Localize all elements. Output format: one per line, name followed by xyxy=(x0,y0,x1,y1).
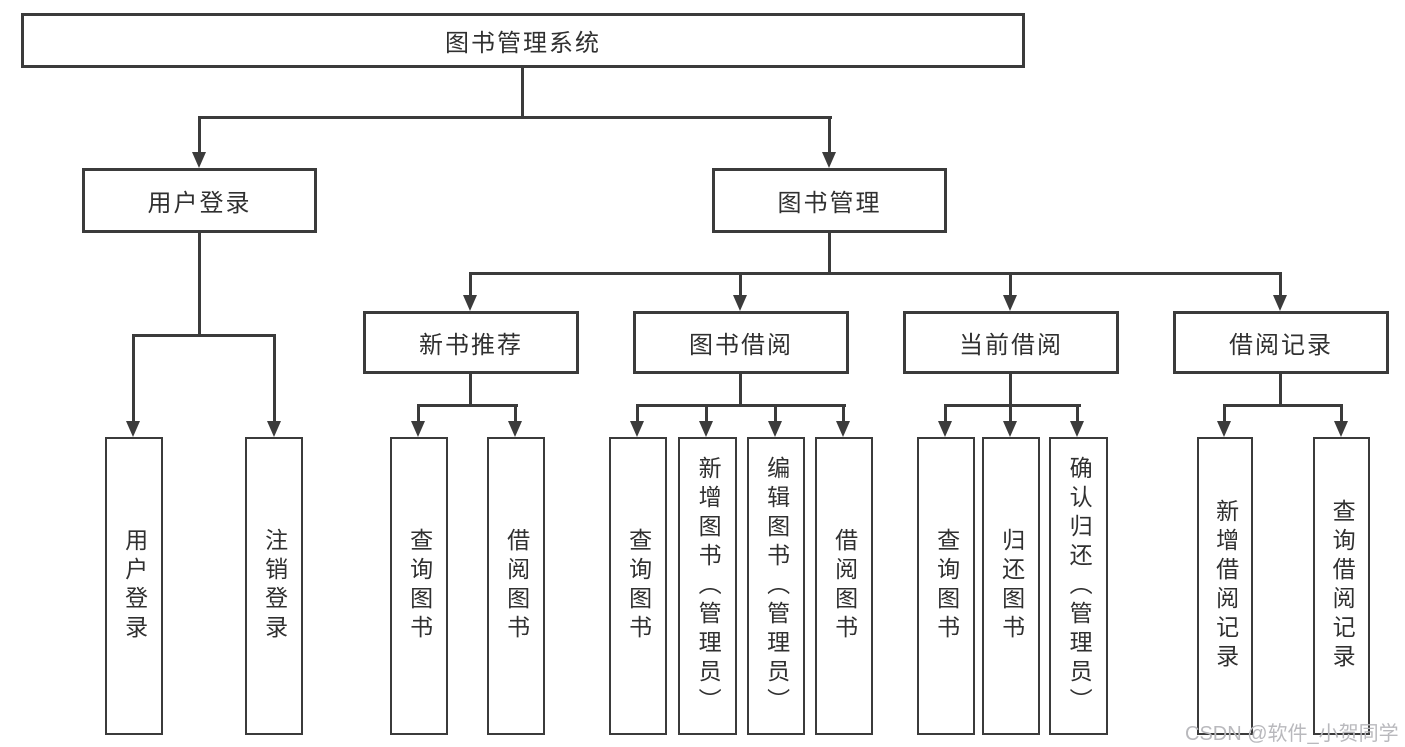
connector-stem xyxy=(828,116,831,153)
connector-book-management-trunk xyxy=(828,233,831,275)
arrow-head xyxy=(1217,421,1231,437)
connector-stem xyxy=(774,404,777,423)
connector-stem xyxy=(1340,404,1343,423)
connector-stem xyxy=(842,404,845,423)
leaf-records-add-borrow-record: 新增借阅记录 xyxy=(1197,437,1253,735)
leaf-current-return-books: 归还图书 xyxy=(982,437,1040,735)
node-library-management-system: 图书管理系统 xyxy=(21,13,1025,68)
arrow-head xyxy=(508,421,522,437)
leaf-label: 新增图书（管理员） xyxy=(695,455,722,717)
connector-stem xyxy=(273,334,276,422)
connector-stem xyxy=(469,272,472,297)
connector-stem xyxy=(705,404,708,423)
leaf-label: 归还图书 xyxy=(998,528,1025,644)
node-label: 借阅记录 xyxy=(1229,332,1333,359)
leaf-label: 确认归还（管理员） xyxy=(1066,455,1093,717)
connector-current-borrowing-trunk xyxy=(1009,374,1012,407)
node-label: 当前借阅 xyxy=(959,332,1063,359)
arrow-head xyxy=(699,421,713,437)
arrow-head xyxy=(192,152,206,168)
leaf-borrowing-query-books: 查询图书 xyxy=(609,437,667,735)
connector-root-trunk xyxy=(521,68,524,118)
connector-stem xyxy=(132,334,135,422)
node-label: 图书管理系统 xyxy=(445,30,601,57)
connector-stem xyxy=(1223,404,1226,423)
leaf-label: 查询图书 xyxy=(933,528,960,644)
node-label: 图书管理 xyxy=(777,190,882,217)
node-label: 新书推荐 xyxy=(419,332,523,359)
arrow-head xyxy=(836,421,850,437)
node-new-book-recommendation: 新书推荐 xyxy=(363,311,579,374)
leaf-label: 用户登录 xyxy=(121,528,148,644)
leaf-label: 查询图书 xyxy=(625,528,652,644)
arrow-head xyxy=(1003,295,1017,311)
node-borrowing-records: 借阅记录 xyxy=(1173,311,1389,374)
connector-stem xyxy=(636,404,639,423)
arrow-head xyxy=(1273,295,1287,311)
leaf-borrowing-edit-books-admin: 编辑图书（管理员） xyxy=(747,437,805,735)
node-user-login: 用户登录 xyxy=(82,168,317,233)
connector-root-bar xyxy=(198,116,832,119)
connector-stem xyxy=(739,272,742,297)
leaf-logout-login: 注销登录 xyxy=(245,437,303,735)
leaf-borrowing-add-books-admin: 新增图书（管理员） xyxy=(678,437,737,735)
connector-stem xyxy=(514,404,517,423)
leaf-label: 查询借阅记录 xyxy=(1329,499,1356,673)
arrow-head xyxy=(1334,421,1348,437)
connector-user-login-bar xyxy=(132,334,276,337)
arrow-head xyxy=(126,421,140,437)
leaf-current-query-books: 查询图书 xyxy=(917,437,975,735)
connector-borrowing-records-bar xyxy=(1223,404,1343,407)
leaf-borrowing-borrow-books: 借阅图书 xyxy=(815,437,873,735)
arrow-head xyxy=(267,421,281,437)
arrow-head xyxy=(938,421,952,437)
connector-stem xyxy=(1009,272,1012,297)
leaf-user-login: 用户登录 xyxy=(105,437,163,735)
node-current-borrowing: 当前借阅 xyxy=(903,311,1119,374)
connector-stem xyxy=(1076,404,1079,423)
connector-book-borrowing-bar xyxy=(636,404,846,407)
csdn-watermark: CSDN @软件_小贺同学 xyxy=(1185,723,1399,745)
connector-user-login-trunk xyxy=(198,233,201,337)
leaf-recommend-borrow-books: 借阅图书 xyxy=(487,437,545,735)
leaf-current-confirm-return-admin: 确认归还（管理员） xyxy=(1049,437,1108,735)
connector-stem xyxy=(198,116,201,153)
arrow-head xyxy=(1070,421,1084,437)
leaf-label: 新增借阅记录 xyxy=(1212,499,1239,673)
arrow-head xyxy=(411,421,425,437)
node-book-borrowing: 图书借阅 xyxy=(633,311,849,374)
arrow-head xyxy=(463,295,477,311)
arrow-head xyxy=(630,421,644,437)
connector-stem xyxy=(944,404,947,423)
leaf-recommend-query-books: 查询图书 xyxy=(390,437,448,735)
node-book-management: 图书管理 xyxy=(712,168,947,233)
leaf-label: 注销登录 xyxy=(261,528,288,644)
connector-borrowing-records-trunk xyxy=(1279,374,1282,407)
arrow-head xyxy=(733,295,747,311)
leaf-label: 借阅图书 xyxy=(503,528,530,644)
leaf-label: 借阅图书 xyxy=(831,528,858,644)
arrow-head xyxy=(768,421,782,437)
arrow-head xyxy=(1003,421,1017,437)
leaf-label: 编辑图书（管理员） xyxy=(763,455,790,717)
connector-stem xyxy=(1009,404,1012,423)
connector-stem xyxy=(1279,272,1282,297)
leaf-records-query-borrow-record: 查询借阅记录 xyxy=(1313,437,1370,735)
connector-current-borrowing-bar xyxy=(944,404,1081,407)
leaf-label: 查询图书 xyxy=(406,528,433,644)
connector-book-borrowing-trunk xyxy=(739,374,742,407)
connector-stem xyxy=(417,404,420,423)
arrow-head xyxy=(822,152,836,168)
node-label: 用户登录 xyxy=(147,190,252,217)
node-label: 图书借阅 xyxy=(689,332,793,359)
connector-book-management-bar xyxy=(469,272,1282,275)
connector-recommendation-trunk xyxy=(469,374,472,407)
connector-recommendation-bar xyxy=(417,404,518,407)
